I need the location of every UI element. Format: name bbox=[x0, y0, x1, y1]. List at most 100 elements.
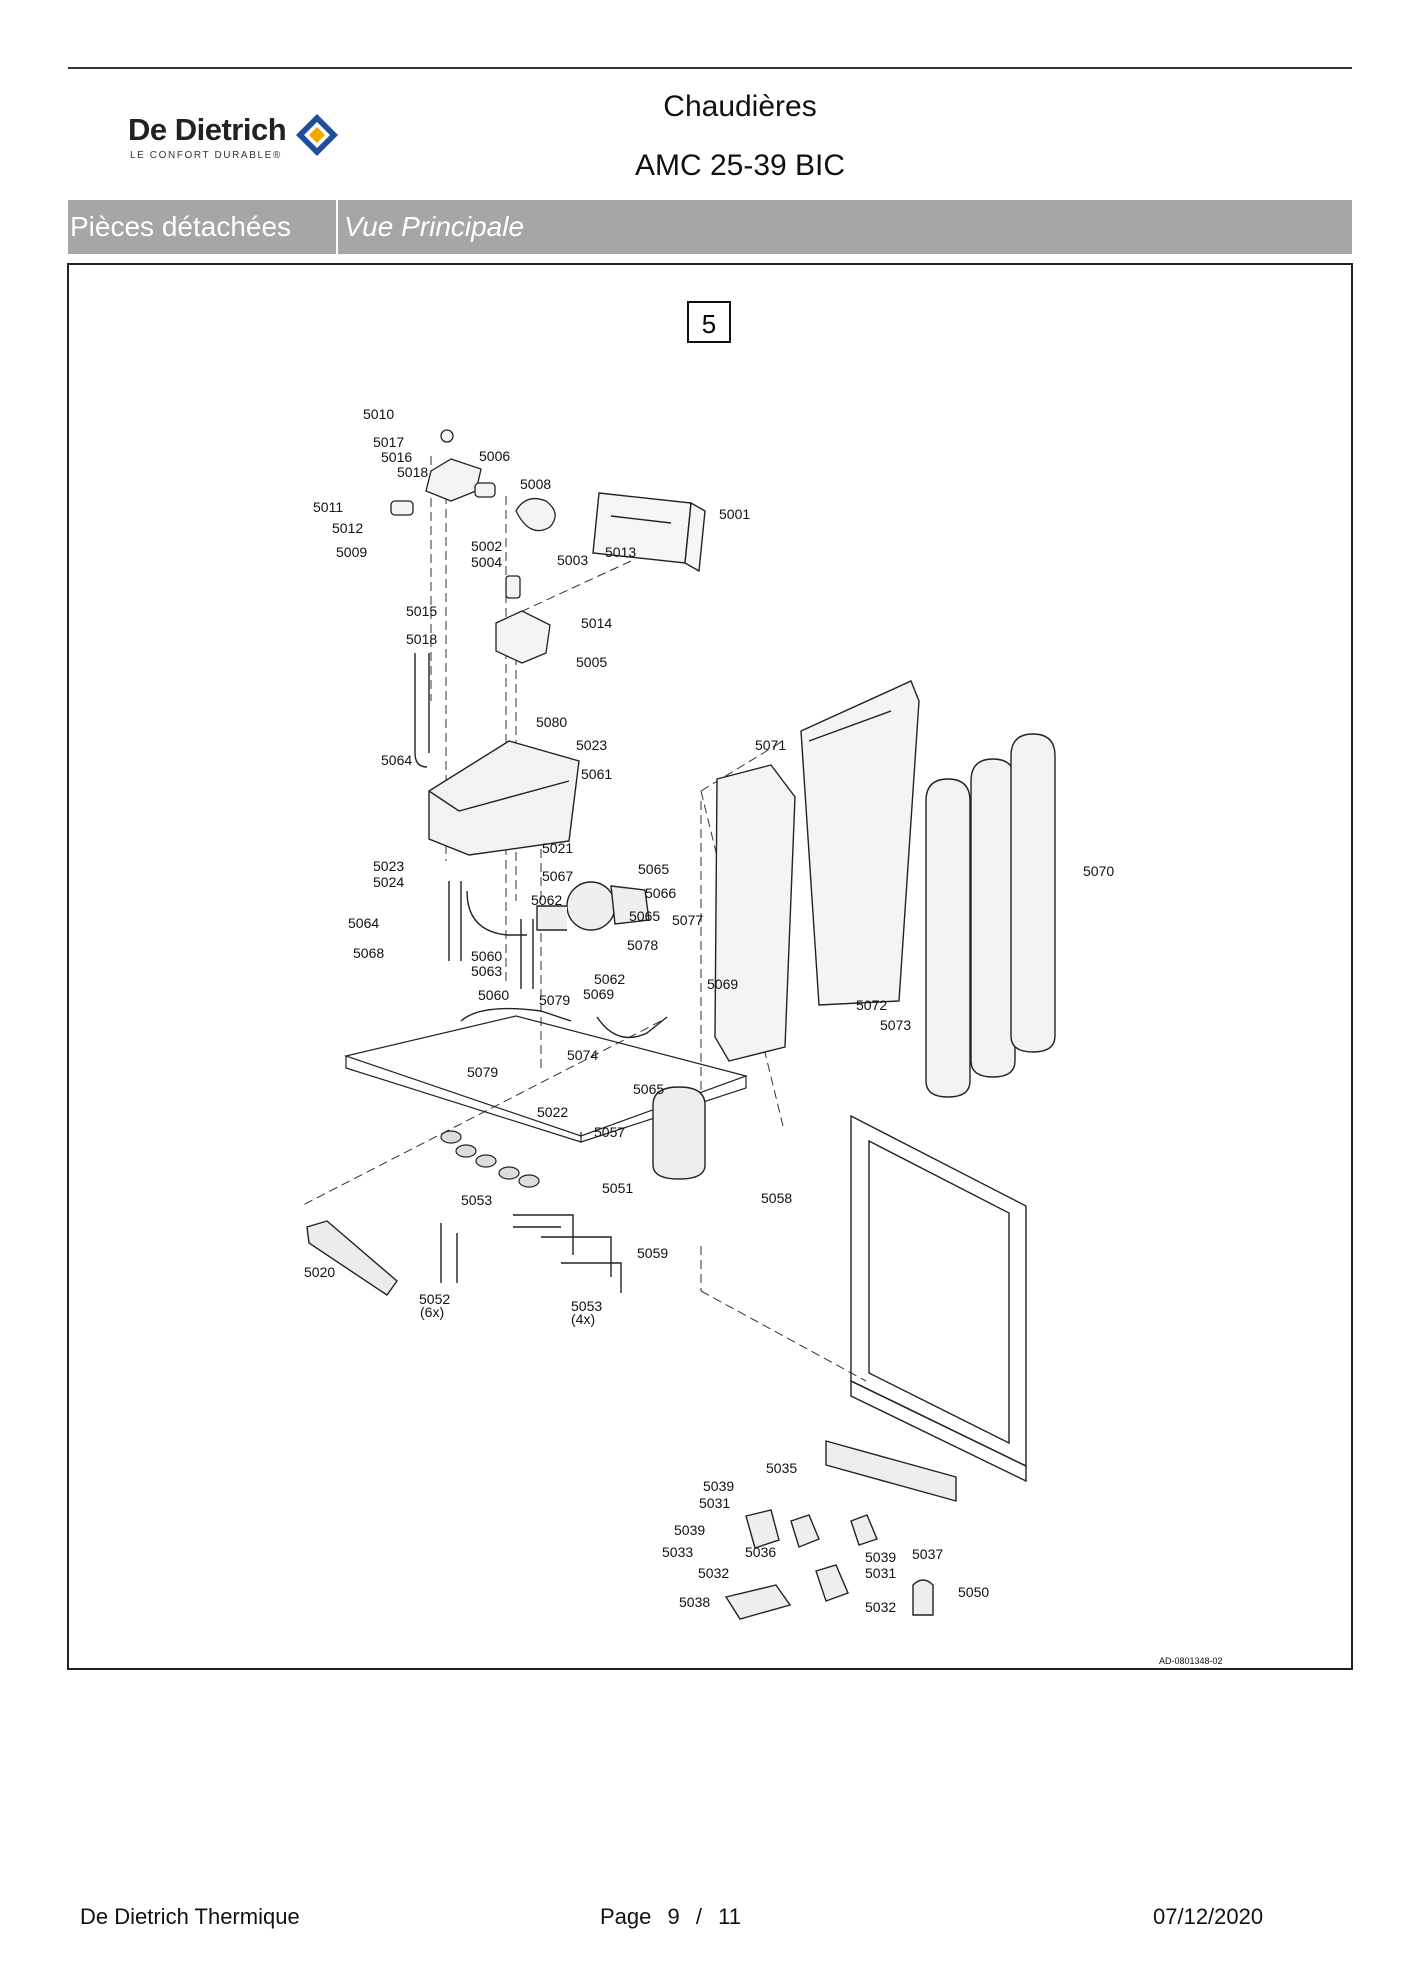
part-label: 5036 bbox=[745, 1544, 776, 1560]
connector-pipes-5051 bbox=[440, 1214, 622, 1293]
part-label: 5039 bbox=[703, 1478, 734, 1494]
part-label: 5035 bbox=[766, 1460, 797, 1476]
part-label: 5022 bbox=[537, 1104, 568, 1120]
drawing-reference: AD-0801348-02 bbox=[1159, 1656, 1223, 1666]
part-label: (6x) bbox=[420, 1304, 444, 1320]
part-label: 5064 bbox=[381, 752, 412, 768]
part-label: 5008 bbox=[520, 476, 551, 492]
part-label: 5002 bbox=[471, 538, 502, 554]
part-label: 5067 bbox=[542, 868, 573, 884]
part-label: 5053 bbox=[571, 1298, 602, 1314]
part-label: 5020 bbox=[304, 1264, 335, 1280]
part-label: 5033 bbox=[662, 1544, 693, 1560]
part-label: 5006 bbox=[479, 448, 510, 464]
part-label: 5023 bbox=[576, 737, 607, 753]
part-label: 5011 bbox=[313, 499, 343, 515]
page-total: 11 bbox=[718, 1904, 741, 1929]
part-label: 5023 bbox=[373, 858, 404, 874]
header-rule bbox=[68, 67, 1352, 69]
part-label: 5059 bbox=[637, 1245, 668, 1261]
part-label: 5039 bbox=[674, 1522, 705, 1538]
washers bbox=[440, 1130, 540, 1188]
expansion-vessel-5057 bbox=[652, 1086, 706, 1180]
part-label: 5032 bbox=[698, 1565, 729, 1581]
part-label: 5001 bbox=[719, 506, 750, 522]
part-label: 5074 bbox=[567, 1047, 598, 1063]
part-label: 5078 bbox=[627, 937, 658, 953]
part-label: 5003 bbox=[557, 552, 588, 568]
part-label: 5069 bbox=[707, 976, 738, 992]
view-number-box: 5 bbox=[687, 301, 731, 343]
part-label: 5005 bbox=[576, 654, 607, 670]
pipes-5060 bbox=[448, 881, 668, 1039]
part-label: 5051 bbox=[602, 1180, 633, 1196]
section-bar: Pièces détachées Vue Principale bbox=[68, 200, 1352, 254]
part-label: 5032 bbox=[865, 1599, 896, 1615]
section-divider bbox=[336, 200, 338, 254]
model-name: AMC 25-39 BIC bbox=[634, 149, 846, 182]
part-label: 5065 bbox=[638, 861, 669, 877]
part-label: 5077 bbox=[672, 912, 703, 928]
part-label: 5071 bbox=[755, 737, 786, 753]
page-label: Page bbox=[600, 1904, 652, 1929]
part-label: 5065 bbox=[629, 908, 660, 924]
part-label: 5061 bbox=[581, 766, 612, 782]
part-label: 5038 bbox=[679, 1594, 710, 1610]
part-label: 5068 bbox=[353, 945, 384, 961]
bottom-manifold bbox=[724, 1440, 957, 1620]
rear-frame bbox=[850, 1114, 1027, 1483]
part-label: 5009 bbox=[336, 544, 367, 560]
part-label: 5024 bbox=[373, 874, 404, 890]
part-label: 5060 bbox=[471, 948, 502, 964]
heat-exchanger-5001 bbox=[592, 492, 706, 573]
part-label: 5080 bbox=[536, 714, 567, 730]
valve-assembly bbox=[390, 429, 556, 664]
part-label: 5073 bbox=[880, 1017, 911, 1033]
part-label: 5031 bbox=[865, 1565, 896, 1581]
part-label: 5057 bbox=[594, 1124, 625, 1140]
front-panel-5071 bbox=[714, 680, 920, 1062]
part-label: 5018 bbox=[406, 631, 437, 647]
part-label: 5014 bbox=[581, 615, 612, 631]
part-label: 5013 bbox=[605, 544, 636, 560]
exploded-diagram: 5 bbox=[300, 301, 1223, 1666]
part-label: 5016 bbox=[381, 449, 412, 465]
circulator-pump bbox=[536, 881, 650, 931]
part-label: (4x) bbox=[571, 1311, 595, 1327]
assembly-guides bbox=[300, 456, 867, 1382]
part-label: 5065 bbox=[633, 1081, 664, 1097]
storage-tanks-5070 bbox=[925, 733, 1056, 1098]
part-label: 5050 bbox=[958, 1584, 989, 1600]
part-label: 5060 bbox=[478, 987, 509, 1003]
brand-name: De Dietrich bbox=[128, 112, 287, 147]
part-label: 5052 bbox=[419, 1291, 450, 1307]
document-title: Chaudières bbox=[663, 90, 817, 123]
part-label: 5017 bbox=[373, 434, 404, 450]
view-number: 5 bbox=[702, 309, 716, 339]
brand-tagline: LE CONFORT DURABLE® bbox=[130, 150, 282, 161]
brand-diamond-icon bbox=[296, 114, 338, 156]
part-label: 5062 bbox=[594, 971, 625, 987]
part-label: 5012 bbox=[332, 520, 363, 536]
part-label: 5062 bbox=[531, 892, 562, 908]
part-label: 5079 bbox=[467, 1064, 498, 1080]
part-label: 5021 bbox=[542, 840, 573, 856]
part-label: 5031 bbox=[699, 1495, 730, 1511]
base-plate bbox=[343, 1015, 749, 1143]
diagram-frame: 5 bbox=[67, 263, 1353, 1670]
part-label: 5070 bbox=[1083, 863, 1114, 879]
part-label: 5069 bbox=[583, 986, 614, 1002]
page-separator: / bbox=[695, 1904, 703, 1929]
brand-logo: De Dietrich LE CONFORT DURABLE® bbox=[128, 112, 348, 168]
part-label: 5058 bbox=[761, 1190, 792, 1206]
section-view: Vue Principale bbox=[344, 211, 525, 242]
pipe-5064 bbox=[414, 653, 430, 768]
footer-date: 07/12/2020 bbox=[1153, 1904, 1264, 1929]
part-label: 5004 bbox=[471, 554, 502, 570]
handle-5020 bbox=[306, 1220, 398, 1296]
part-label: 5015 bbox=[406, 603, 437, 619]
footer-pagination: Page 9 / 11 bbox=[600, 1904, 751, 1930]
page-current: 9 bbox=[667, 1904, 680, 1929]
part-label: 5079 bbox=[539, 992, 570, 1008]
part-label: 5063 bbox=[471, 963, 502, 979]
